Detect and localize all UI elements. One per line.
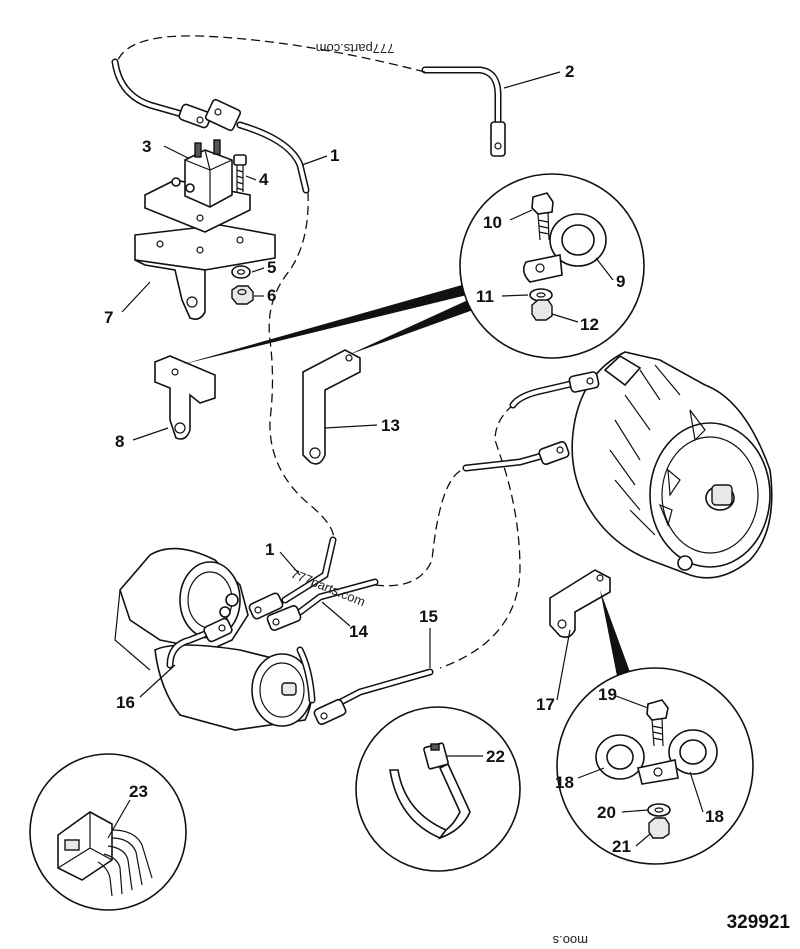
- cable-14: [266, 578, 379, 632]
- callout-1-upper: 1: [330, 146, 339, 165]
- callout-1-lower: 1: [265, 540, 274, 559]
- callout-15: 15: [419, 607, 438, 626]
- cable-2: [421, 66, 506, 157]
- detail-circle-cable-tie: [355, 706, 521, 872]
- relay-bracket-assembly: [134, 139, 276, 320]
- detail-circle-double-clamp: [556, 667, 754, 865]
- watermark-bottom: moo.s: [552, 933, 588, 948]
- bracket-17: [549, 569, 611, 638]
- callout-2: 2: [565, 62, 574, 81]
- callout-12: 12: [580, 315, 599, 334]
- callout-14: 14: [349, 622, 368, 641]
- callout-9: 9: [616, 272, 625, 291]
- callout-23: 23: [129, 782, 148, 801]
- callout-3: 3: [142, 137, 151, 156]
- callout-labels: 1 1 2 3 4 5 6 7 8 9 10 11 12 13 14 15 16…: [104, 62, 724, 856]
- callout-7: 7: [104, 308, 113, 327]
- alternator: [571, 351, 773, 579]
- cable-route-top: [117, 35, 426, 73]
- leader-lines: [107, 71, 704, 847]
- starter-motor: [114, 547, 313, 731]
- callout-19: 19: [598, 685, 617, 704]
- detail-circle-clamp: [459, 173, 645, 359]
- callout-16: 16: [116, 693, 135, 712]
- callout-17: 17: [536, 695, 555, 714]
- cable-route-main: [268, 191, 335, 546]
- callout-4: 4: [259, 170, 269, 189]
- cable-1-lower: [248, 536, 337, 620]
- callout-21: 21: [612, 837, 631, 856]
- cable-15: [296, 646, 434, 726]
- figure-number: 329921: [727, 912, 791, 933]
- callout-6: 6: [267, 286, 276, 305]
- callout-10: 10: [483, 213, 502, 232]
- callout-8: 8: [115, 432, 124, 451]
- callout-20: 20: [597, 803, 616, 822]
- nut-6: [231, 285, 254, 305]
- callout-22: 22: [486, 747, 505, 766]
- callout-18-left: 18: [555, 773, 574, 792]
- cable-16: [166, 617, 233, 669]
- callout-18-right: 18: [705, 807, 724, 826]
- washer-5: [231, 265, 251, 279]
- detail-pointers-top: [180, 285, 473, 365]
- callout-13: 13: [381, 416, 400, 435]
- callout-5: 5: [267, 258, 276, 277]
- bracket-8: [154, 355, 216, 440]
- cable-route-alt2: [439, 404, 521, 669]
- cable-1-upper: [111, 58, 310, 194]
- detail-circle-connector: [29, 753, 187, 911]
- watermark-top: 777parts.com: [316, 41, 395, 56]
- detail-pointer-bottom: [600, 590, 630, 676]
- alternator-cables: [462, 371, 600, 472]
- callout-11: 11: [476, 287, 494, 306]
- bracket-13: [302, 349, 361, 465]
- cable-route-alt: [374, 469, 463, 587]
